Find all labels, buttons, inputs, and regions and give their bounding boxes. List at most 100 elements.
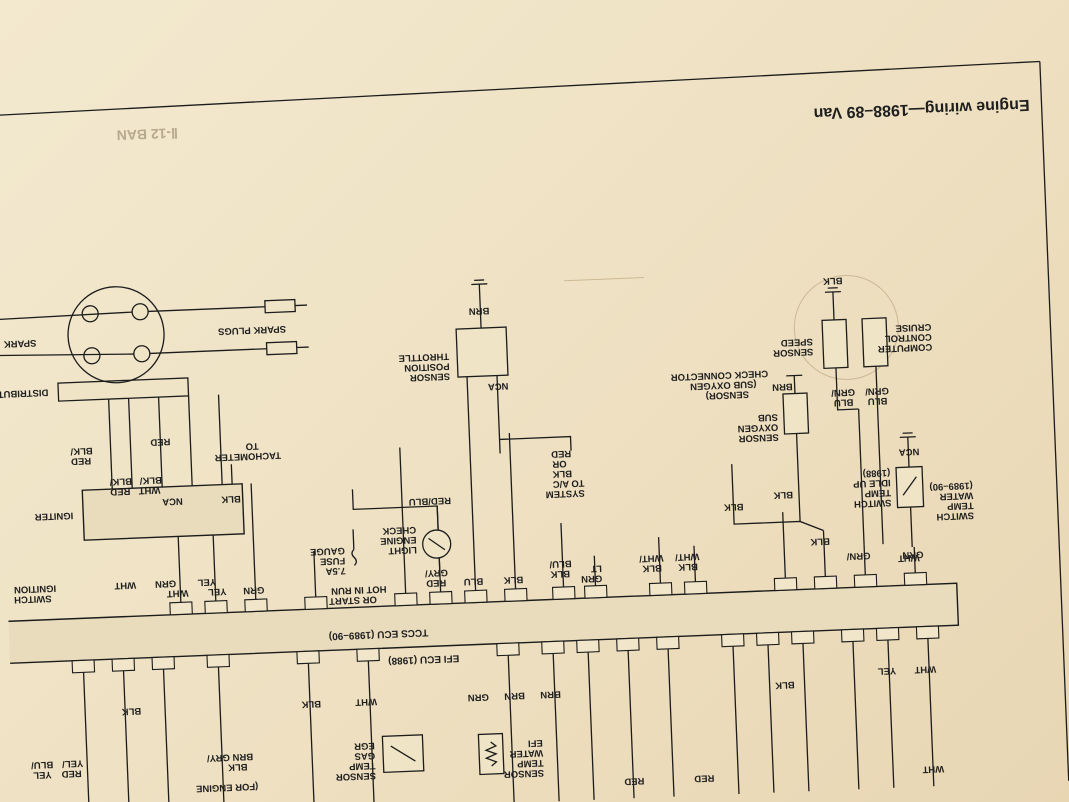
bottom-wire-red: RED <box>694 772 715 784</box>
igniter-blk-red-1: BLK/ <box>109 475 132 487</box>
ground-symbol <box>471 283 488 286</box>
distributor-terminal <box>83 347 101 365</box>
igniter-wire <box>157 397 163 488</box>
egr-label-1: EGR <box>354 740 375 752</box>
ground-symbol <box>899 436 916 439</box>
switch-to-ecu-wire <box>909 506 913 548</box>
ac-wire-label-3: BLK <box>552 468 572 480</box>
tach-label-1: TO <box>245 440 258 452</box>
bottom-wire-blk-2: BLK <box>301 698 321 710</box>
wire <box>307 663 315 802</box>
wire-label-lt-grn-b: GRN <box>581 572 603 584</box>
wire <box>466 376 477 591</box>
sub-o2-label-2: OXYGEN <box>737 421 778 434</box>
switch-ground-wire <box>907 437 910 468</box>
wire-label-wht-blk-1b: BLK <box>678 561 698 573</box>
tps-label-1: THROTTLE <box>398 350 449 363</box>
distributor-label: DISTRIBUTOR <box>0 387 49 401</box>
ecu-pin <box>683 580 708 595</box>
ecu-pin <box>656 635 680 650</box>
distributor-terminal <box>131 303 149 321</box>
ecu-pin <box>304 595 328 610</box>
bottom-wire-wht-2: WHT <box>355 696 377 708</box>
ecu-pin <box>840 628 865 643</box>
wire <box>552 653 560 802</box>
bottom-wire-brn-2: BRN <box>504 690 525 702</box>
check-light-wire-2 <box>438 557 441 576</box>
water-temp-sensor <box>477 732 505 776</box>
wire <box>587 652 595 800</box>
igniter-blk-wht-1: BLK/ <box>139 474 162 486</box>
ecu-pin <box>151 656 176 671</box>
igniter-blk-wht-2: WHT <box>138 484 160 496</box>
wire <box>82 672 91 802</box>
check-light-wire <box>351 489 439 531</box>
spark-plug <box>265 340 298 356</box>
wire-label-gry-red-b: RED <box>426 577 447 589</box>
ecu-pin <box>496 642 520 657</box>
check-light-label-2: ENGINE <box>380 534 417 546</box>
idle-switch-nca-label: NCA <box>898 446 919 458</box>
page-border-bottom <box>0 60 1040 117</box>
ground-symbol <box>824 290 841 293</box>
wire-label-grn-blu-a: GRN/ <box>846 550 871 562</box>
igniter-wire <box>217 394 223 485</box>
switch-contact <box>390 745 416 762</box>
cruise-wire-label-1: GRN/ <box>865 385 890 397</box>
ecu-pin <box>720 633 745 648</box>
ecu-pin <box>583 584 608 599</box>
wire-label-wht-blk-2b: BLK <box>642 562 662 574</box>
ecu-pin <box>504 587 528 602</box>
wire-label-wht-blk-2: WHT/ <box>639 552 664 564</box>
speed-sensor-wire <box>835 367 859 411</box>
wire-label-blu-blk: BLU/ <box>549 558 572 570</box>
wire-label-lt-grn: LT <box>590 562 602 573</box>
speed-sensor-label-1: SPEED <box>780 336 813 348</box>
wire <box>122 670 131 802</box>
ecu-pin <box>853 573 878 588</box>
wire-label-yel: YEL <box>208 586 227 598</box>
wire <box>313 550 317 597</box>
check-connector-label-2: (SUB OXYGEN <box>690 378 757 392</box>
ecu-pin <box>296 650 320 665</box>
cruise-label-3: COMPUTER <box>877 341 932 354</box>
cruise-wire <box>875 366 884 545</box>
ecu-pin <box>169 601 193 616</box>
wire-label-blk-2: BLK <box>503 574 523 586</box>
wire <box>162 669 171 802</box>
sub-o2-wire <box>793 375 796 394</box>
page-border-left <box>1039 61 1069 781</box>
ac-label-2: SYSTEM <box>545 487 585 500</box>
water-temp-label-4: SENSOR <box>504 767 545 780</box>
wire <box>593 555 597 586</box>
diagram-title: Engine wiring—1988–89 Van <box>813 96 1030 122</box>
ecu-pin <box>204 599 228 614</box>
wire-label-blu-blk-b: BLK <box>550 568 570 580</box>
gauge-fuse-label-3: 7.5A <box>325 565 346 577</box>
tps-label-3: SENSOR <box>410 370 451 383</box>
wire-label-wht-2: WHT <box>166 587 188 599</box>
bottom-wire-grn: GRN <box>467 691 489 703</box>
igniter-yel: YEL <box>197 576 216 588</box>
bottom-wire-yel: YEL <box>877 665 896 677</box>
plug-wire <box>0 311 133 321</box>
tach-wire <box>230 464 233 485</box>
ecu-pin <box>773 577 798 592</box>
egr-label-3: TEMP <box>348 760 375 772</box>
red-blu-wire-label: RED/BLU <box>408 494 451 507</box>
ac-label-1: TO A/C <box>552 477 584 489</box>
igniter-wire <box>107 399 113 490</box>
check-light-label-1: CHECK <box>382 524 416 536</box>
gauge-fuse-symbol <box>351 548 357 566</box>
water-temp-label-3: TEMP <box>516 757 543 769</box>
sub-o2-label-3: SENSOR <box>738 431 779 444</box>
ignition-switch-label-2: SWITCH <box>14 593 52 606</box>
tps-brn-label: BRN <box>468 305 489 317</box>
wire <box>852 641 860 790</box>
igniter-label: IGNITER <box>34 510 73 523</box>
wire-label-grn-2: GRN <box>243 584 265 596</box>
tps-label-2: POSITION <box>404 360 450 373</box>
check-connector-label-3: SENSOR) <box>705 388 749 401</box>
brn-gry-blk-label-1: BRN GRY/ <box>206 751 253 764</box>
ecu-pin <box>576 639 600 654</box>
